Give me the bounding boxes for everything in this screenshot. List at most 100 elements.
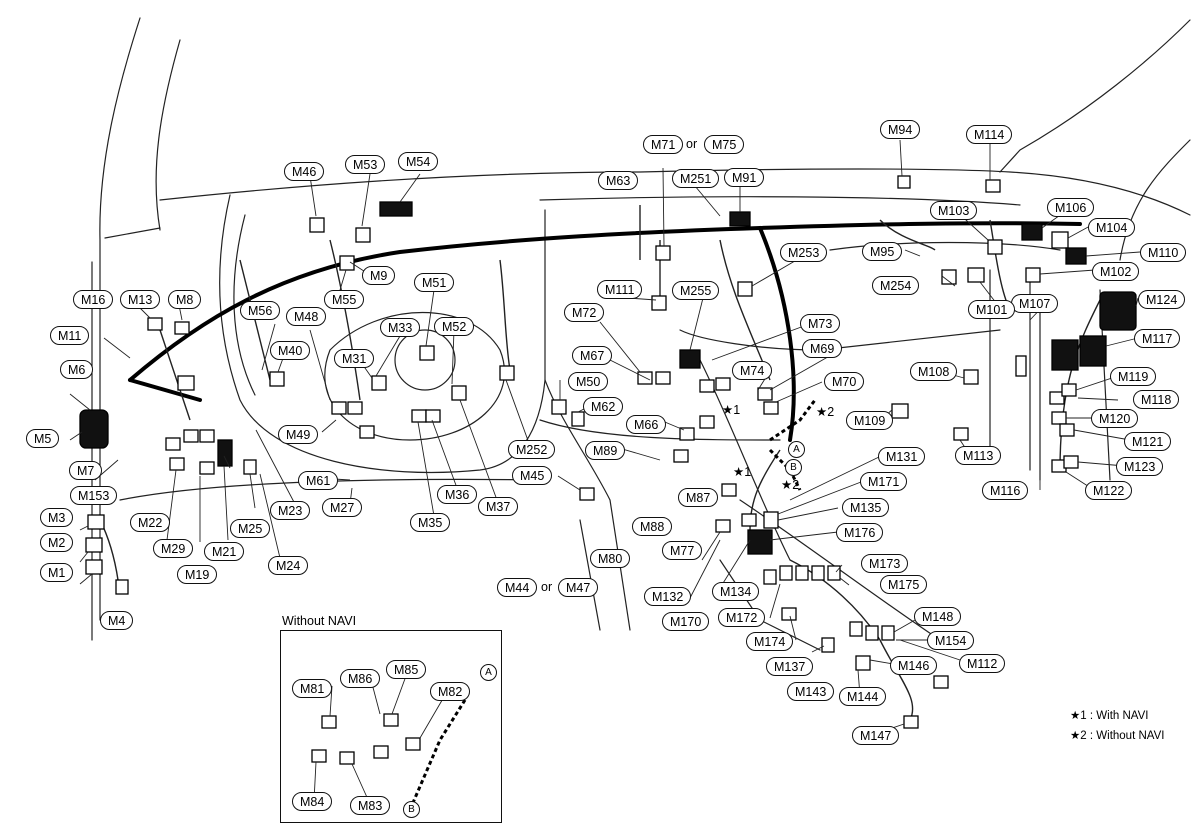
connector-label-m67: M67 bbox=[572, 346, 613, 365]
connector-label-m33: M33 bbox=[380, 318, 421, 337]
connector-label-m21: M21 bbox=[204, 542, 245, 561]
connector-label-m51: M51 bbox=[414, 273, 455, 292]
connector-label-m63: M63 bbox=[598, 171, 639, 190]
connector-label-m85: M85 bbox=[386, 660, 427, 679]
connector-label-m89: M89 bbox=[585, 441, 626, 460]
connector-label-m70: M70 bbox=[824, 372, 865, 391]
connector-label-m94: M94 bbox=[880, 120, 921, 139]
connector-label-m8: M8 bbox=[168, 290, 202, 309]
star-marker-with-navi: ★1 bbox=[733, 465, 752, 479]
connector-label-m2: M2 bbox=[40, 533, 74, 552]
connector-label-m124: M124 bbox=[1138, 290, 1186, 309]
connector-label-m88: M88 bbox=[632, 517, 673, 536]
connector-label-m75: M75 bbox=[704, 135, 745, 154]
connector-label-m74: M74 bbox=[732, 361, 773, 380]
connector-label-m154: M154 bbox=[927, 631, 975, 650]
junction-marker-b: B bbox=[403, 801, 420, 818]
connector-label-m251: M251 bbox=[672, 169, 720, 188]
connector-label-m22: M22 bbox=[130, 513, 171, 532]
junction-marker-a: A bbox=[480, 664, 497, 681]
connector-label-m116: M116 bbox=[982, 481, 1029, 500]
star-marker-without-navi: ★2 bbox=[816, 405, 835, 419]
connector-label-m176: M176 bbox=[836, 523, 884, 542]
connector-label-m253: M253 bbox=[780, 243, 828, 262]
connector-label-m69: M69 bbox=[802, 339, 843, 358]
connector-label-m72: M72 bbox=[564, 303, 605, 322]
connector-label-m122: M122 bbox=[1085, 481, 1133, 500]
connector-label-m1: M1 bbox=[40, 563, 74, 582]
connector-label-m62: M62 bbox=[583, 397, 624, 416]
connector-label-m254: M254 bbox=[872, 276, 920, 295]
connector-label-m82: M82 bbox=[430, 682, 471, 701]
connector-label-m37: M37 bbox=[478, 497, 519, 516]
legend: ★1 : With NAVI ★2 : Without NAVI bbox=[1070, 706, 1164, 746]
legend-with-navi: ★1 : With NAVI bbox=[1070, 710, 1149, 722]
connector-label-m71: M71 bbox=[643, 135, 684, 154]
connector-label-m23: M23 bbox=[270, 501, 311, 520]
connector-label-m153: M153 bbox=[70, 486, 118, 505]
legend-without-navi: ★2 : Without NAVI bbox=[1070, 730, 1165, 742]
connector-label-m91: M91 bbox=[724, 168, 765, 187]
connector-label-m103: M103 bbox=[930, 201, 978, 220]
connector-label-m6: M6 bbox=[60, 360, 94, 379]
connector-label-m170: M170 bbox=[662, 612, 710, 631]
connector-label-m50: M50 bbox=[568, 372, 609, 391]
star-marker-with-navi: ★1 bbox=[722, 403, 741, 417]
connector-label-m54: M54 bbox=[398, 152, 439, 171]
connector-label-m86: M86 bbox=[340, 669, 381, 688]
connector-label-m48: M48 bbox=[286, 307, 327, 326]
connector-label-m27: M27 bbox=[322, 498, 363, 517]
connector-label-m77: M77 bbox=[662, 541, 703, 560]
connector-label-m172: M172 bbox=[718, 608, 766, 627]
connector-label-m83: M83 bbox=[350, 796, 391, 815]
connector-label-m45: M45 bbox=[512, 466, 553, 485]
connector-label-m107: M107 bbox=[1011, 294, 1059, 313]
connector-label-m81: M81 bbox=[292, 679, 333, 698]
connector-label-m120: M120 bbox=[1091, 409, 1139, 428]
connector-label-m44: M44 bbox=[497, 578, 538, 597]
connector-label-m131: M131 bbox=[878, 447, 926, 466]
connector-label-m144: M144 bbox=[839, 687, 887, 706]
connector-label-m112: M112 bbox=[959, 654, 1006, 673]
connector-label-m173: M173 bbox=[861, 554, 909, 573]
connector-label-m108: M108 bbox=[910, 362, 958, 381]
connector-label-m16: M16 bbox=[73, 290, 114, 309]
connector-label-m121: M121 bbox=[1124, 432, 1172, 451]
connector-label-m117: M117 bbox=[1134, 329, 1181, 348]
connector-label-m110: M110 bbox=[1140, 243, 1187, 262]
star-marker-without-navi: ★2 bbox=[781, 478, 800, 492]
connector-label-m9: M9 bbox=[362, 266, 396, 285]
connector-label-m119: M119 bbox=[1110, 367, 1157, 386]
connector-label-m35: M35 bbox=[410, 513, 451, 532]
connector-label-m109: M109 bbox=[846, 411, 894, 430]
connector-label-m111: M111 bbox=[597, 280, 643, 299]
connector-label-m40: M40 bbox=[270, 341, 311, 360]
connector-label-m137: M137 bbox=[766, 657, 814, 676]
connector-label-m56: M56 bbox=[240, 301, 281, 320]
connector-label-m36: M36 bbox=[437, 485, 478, 504]
connector-label-m46: M46 bbox=[284, 162, 325, 181]
connector-label-m102: M102 bbox=[1092, 262, 1140, 281]
connector-label-m114: M114 bbox=[966, 125, 1013, 144]
junction-marker-a: A bbox=[788, 441, 805, 458]
connector-label-m132: M132 bbox=[644, 587, 692, 606]
connector-label-m80: M80 bbox=[590, 549, 631, 568]
connector-label-m95: M95 bbox=[862, 242, 903, 261]
connector-label-m13: M13 bbox=[120, 290, 161, 309]
connector-label-m61: M61 bbox=[298, 471, 339, 490]
connector-label-m175: M175 bbox=[880, 575, 928, 594]
connector-label-m3: M3 bbox=[40, 508, 74, 527]
connector-label-m25: M25 bbox=[230, 519, 271, 538]
connector-label-m146: M146 bbox=[890, 656, 938, 675]
or-text-m44-m47: or bbox=[541, 580, 553, 594]
connector-label-m101: M101 bbox=[968, 300, 1016, 319]
connector-label-m134: M134 bbox=[712, 582, 760, 601]
connector-label-m49: M49 bbox=[278, 425, 319, 444]
connector-label-m87: M87 bbox=[678, 488, 719, 507]
inset-title: Without NAVI bbox=[282, 614, 357, 628]
connector-label-m171: M171 bbox=[860, 472, 908, 491]
connector-label-m5: M5 bbox=[26, 429, 60, 448]
connector-label-m66: M66 bbox=[626, 415, 667, 434]
